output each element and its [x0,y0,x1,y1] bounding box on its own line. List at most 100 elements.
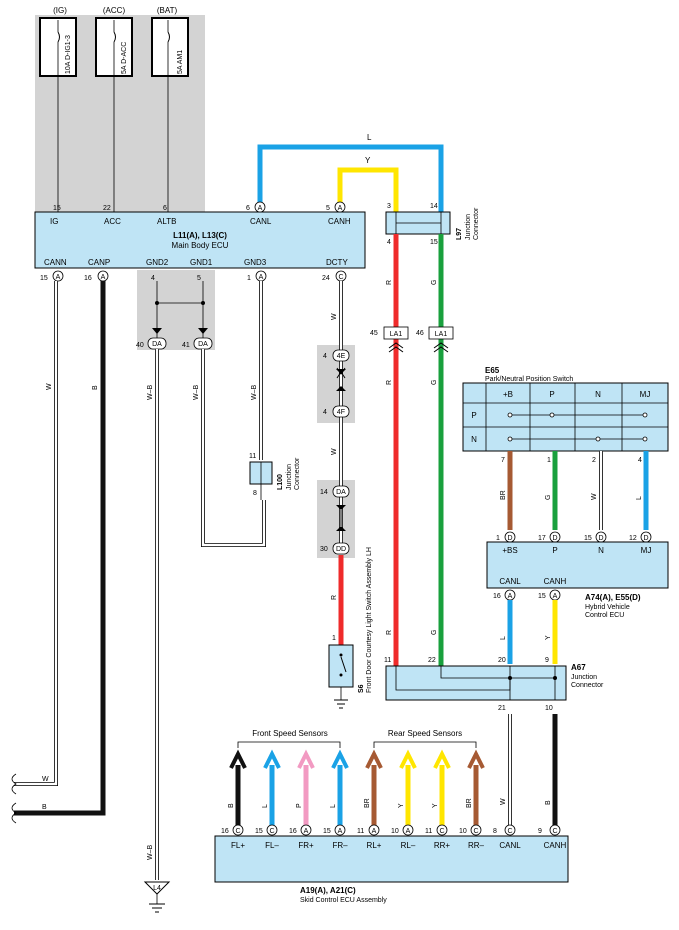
skid-pin-number: 15 [323,828,331,835]
svg-text:40: 40 [136,342,144,349]
speed-sensor-arrow [399,749,417,769]
conn-gnd3: A [259,274,264,281]
svg-text:15: 15 [538,593,546,600]
svg-text:A: A [553,593,558,600]
svg-text:B: B [42,804,47,811]
skid-pin-connector-letter: C [439,828,444,835]
speed-sensor-wire-label: L [330,804,337,808]
svg-text:4: 4 [323,353,327,360]
ecu-label-gnd1: GND1 [190,258,213,267]
wire-label-mj: L [636,496,643,500]
fuse-ig-name: 10A D-IG1-3 [65,35,72,74]
svg-text:B: B [545,800,552,805]
svg-text:17: 17 [538,535,546,542]
svg-text:MJ: MJ [641,546,652,555]
wire-wb [155,281,266,880]
ecu-name: L11(A), L13(C) [173,231,227,240]
skid-pin-label: FR– [332,841,348,850]
svg-text:P: P [471,411,476,420]
skid-pin-connector [470,824,482,836]
svg-text:21: 21 [498,705,506,712]
svg-text:9: 9 [545,657,549,664]
svg-text:Front Door Courtesy Light Swit: Front Door Courtesy Light Switch Assembl… [366,547,373,693]
skid-pin-connector [232,824,244,836]
pin-gnd1: 5 [197,275,201,282]
svg-text:4E: 4E [337,353,346,360]
svg-text:30: 30 [320,546,328,553]
la1-connectors: 45 LA1 46 LA1 [370,326,454,353]
svg-text:LA1: LA1 [435,331,448,338]
skid-pin-label: CANL [499,841,521,850]
svg-text:Hybrid Vehicle: Hybrid Vehicle [585,604,630,611]
skid-pin-number: 11 [425,828,432,835]
svg-text:DA: DA [336,489,346,496]
svg-text:11: 11 [384,657,391,664]
skid-pin-connector-letter: A [304,828,309,835]
fuse-bat: (BAT) 5A AM1 [151,6,189,77]
pin-gnd2: 4 [151,275,155,282]
svg-text:15: 15 [584,535,592,542]
speed-sensor-wire-label: L [262,804,269,808]
skid-pin-connector [266,824,278,836]
skid-pin-number: 11 [357,828,364,835]
fuse-acc-source: (ACC) [103,6,126,15]
skid-pin-connector [436,824,448,836]
ecu-label-canp: CANP [88,258,110,267]
svg-text:R: R [386,630,393,635]
svg-text:2: 2 [592,457,596,464]
svg-text:1: 1 [332,635,336,642]
pin-canp: 16 [84,275,92,282]
hv-ecu: 1 D 17 D 15 D 12 D +BS P N MJ CANL CANH … [486,531,669,619]
skid-pin-label: RR+ [434,841,451,850]
svg-text:L97: L97 [456,228,463,240]
svg-text:Front Speed Sensors: Front Speed Sensors [252,729,328,738]
skid-pin-label: RL– [401,841,416,850]
svg-text:G: G [431,630,438,635]
ecu-label-gnd3: GND3 [244,258,267,267]
fuse-wires [57,76,169,212]
skid-pin-connector-letter: C [507,828,512,835]
ecu-label-acc: ACC [104,217,121,226]
l100-junction: 11 8 L100 Junction Connector [249,453,301,497]
wire-gnd [152,281,208,340]
svg-text:Connector: Connector [571,682,604,689]
e4-connectors: 4 4E 4 4F [323,349,350,418]
skid-pin-connector [549,824,561,836]
speed-sensor-wire-label: B [228,803,235,808]
skid-pin-label: FL+ [231,841,245,850]
ecu-label-ig: IG [50,217,58,226]
svg-text:11: 11 [249,453,256,460]
svg-text:P: P [552,546,557,555]
da-connectors: 40 DA 41 DA [136,337,213,350]
svg-text:W–B: W–B [251,385,258,401]
svg-text:W: W [42,776,49,783]
skid-pin-connector [334,824,346,836]
s6-switch: 1 S6 Front Door Courtesy Light Switch As… [328,547,373,709]
skid-pin-label: FR+ [298,841,314,850]
fuse-bat-name: 5A AM1 [177,50,184,74]
pin-canl: 6 [246,205,250,212]
svg-text:P: P [549,390,554,399]
svg-text:N: N [598,546,604,555]
skid-pin-label: RR– [468,841,485,850]
ecu-label-canh: CANH [328,217,351,226]
svg-text:A: A [508,593,513,600]
conn-dcty: C [338,274,343,281]
skid-pin-connector [504,824,516,836]
skid-pin-number: 8 [493,828,497,835]
svg-text:LA1: LA1 [390,331,403,338]
svg-text:D: D [643,535,648,542]
svg-text:L4: L4 [153,885,161,892]
main-body-ecu: IG ACC ALTB CANL CANH L11(A), L13(C) Mai… [34,211,366,269]
skid-pin-connector-letter: C [235,828,240,835]
skid-pin-connector-letter: A [406,828,411,835]
svg-text:20: 20 [498,657,506,664]
svg-text:7: 7 [501,457,505,464]
svg-text:E65: E65 [485,366,500,375]
svg-text:Connector: Connector [294,457,301,490]
pin-ig: 15 [53,205,61,212]
speed-sensor-arrow [331,749,349,769]
